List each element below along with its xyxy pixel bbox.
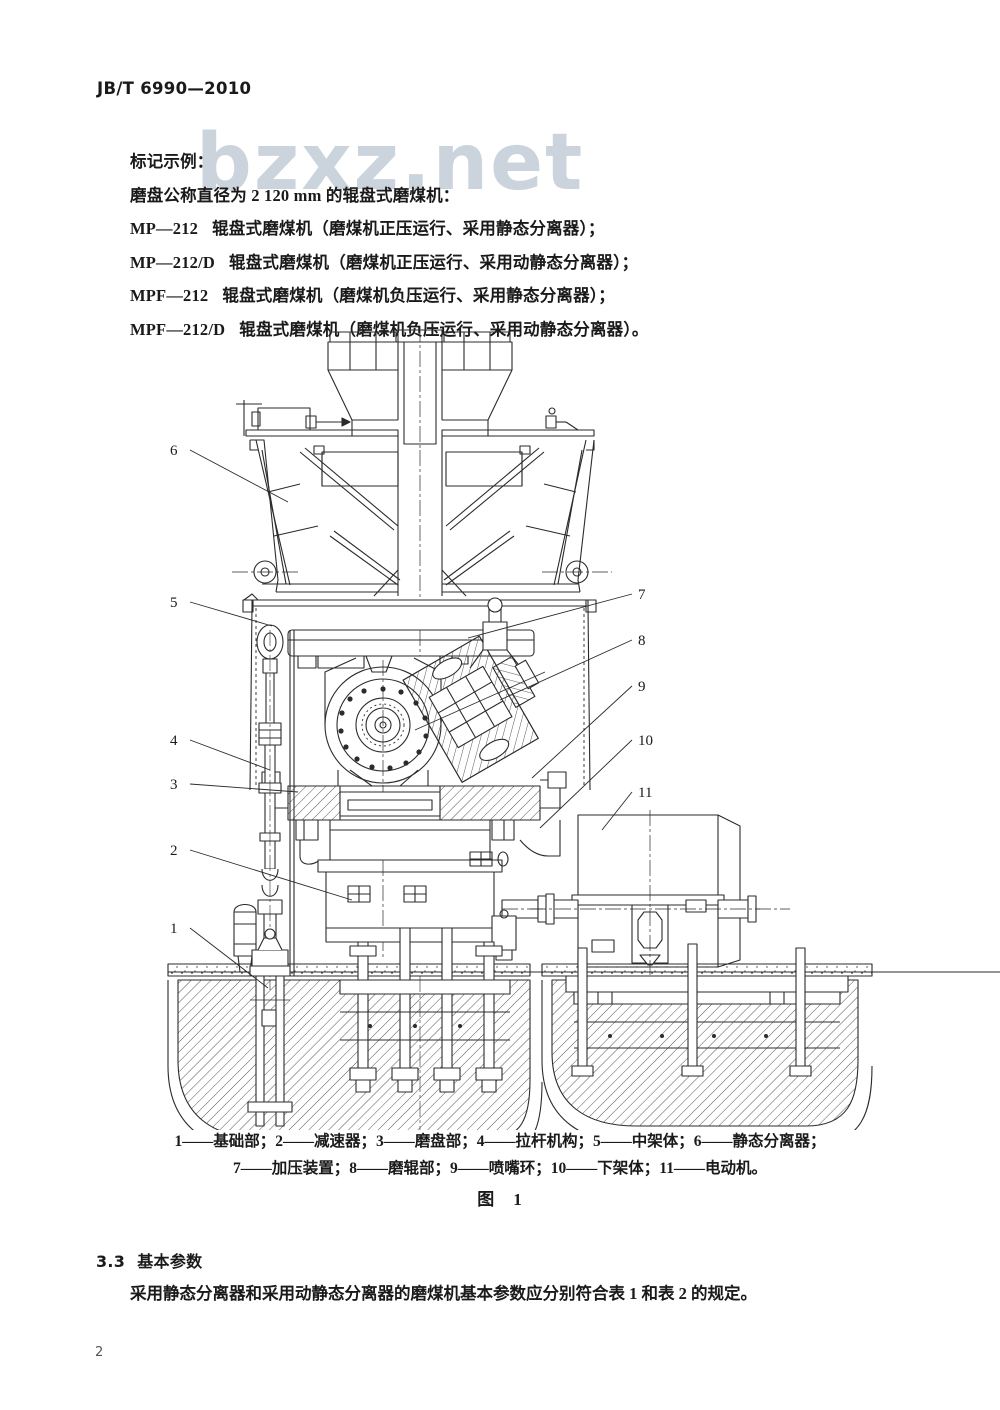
static-separator-body (249, 436, 595, 600)
figure-legend-line-2: 7——加压装置；8——磨辊部；9——喷嘴环；10——下架体；11——电动机。 (233, 1160, 767, 1177)
figure-legend: 1——基础部；2——减速器；3——磨盘部；4——拉杆机构；5——中架体；6——静… (0, 1128, 1000, 1182)
clause-3-3: 3.3 基本参数 采用静态分离器和采用动静态分离器的磨煤机基本参数应分别符合表 1… (96, 1248, 916, 1308)
marking-desc-0: 辊盘式磨煤机（磨煤机正压运行、采用静态分离器）； (212, 219, 605, 238)
callout-number-1: 1 (170, 921, 178, 937)
running-head-standard-number: JB/T 6990—2010 (97, 79, 252, 98)
feed-pipe-assembly (327, 326, 513, 450)
callout-number-6: 6 (170, 443, 178, 459)
callout-number-5: 5 (170, 595, 178, 611)
middle-frame-body (242, 593, 597, 791)
figure-legend-line-1: 1——基础部；2——减速器；3——磨盘部；4——拉杆机构；5——中架体；6——静… (174, 1133, 826, 1150)
callout-number-11: 11 (638, 785, 652, 801)
clause-heading: 3.3 基本参数 (96, 1248, 916, 1272)
callout-number-4: 4 (170, 733, 178, 749)
electric-motor (530, 810, 790, 975)
marking-example-intro: 磨盘公称直径为 2 120 mm 的辊盘式磨煤机： (130, 185, 460, 205)
callout-number-3: 3 (170, 777, 178, 793)
pull-rod-mechanism (233, 624, 295, 990)
grinding-roller-assembly (402, 597, 546, 783)
marking-desc-3: 辊盘式磨煤机（磨煤机负压运行、采用动静态分离器）。 (239, 319, 649, 339)
marking-code-1: MP—212/D (130, 252, 216, 272)
marking-example-heading: 标记示例： (130, 152, 214, 171)
marking-code-2: MPF—212 (130, 286, 209, 305)
marking-desc-2: 辊盘式磨煤机（磨煤机负压运行、采用静态分离器）； (222, 286, 615, 305)
figure-caption-label: 图 (477, 1190, 496, 1209)
marking-example-item-0: MP—212 辊盘式磨煤机（磨煤机正压运行、采用静态分离器）； (130, 212, 890, 246)
callout-number-2: 2 (170, 843, 178, 859)
marking-example-item-2: MPF—212 辊盘式磨煤机（磨煤机负压运行、采用静态分离器）； (130, 279, 890, 313)
marking-example-block: 标记示例： 磨盘公称直径为 2 120 mm 的辊盘式磨煤机： MP—212 辊盘… (130, 145, 890, 346)
separator-top-deck (236, 400, 595, 437)
callout-number-9: 9 (638, 679, 646, 695)
callout-number-8: 8 (638, 633, 646, 649)
marking-desc-1: 辊盘式磨煤机（磨煤机正压运行、采用动静态分离器）； (229, 252, 639, 272)
marking-example-item-1: MP—212/D 辊盘式磨煤机（磨煤机正压运行、采用动静态分离器）； (130, 246, 890, 280)
marking-example-item-3: MPF—212/D 辊盘式磨煤机（磨煤机负压运行、采用动静态分离器）。 (130, 313, 890, 347)
callout-number-10: 10 (638, 733, 653, 749)
nozzle-ring-and-housing (261, 771, 567, 865)
figure-caption-number: 1 (513, 1190, 523, 1209)
marking-code-3: MPF—212/D (130, 319, 226, 339)
clause-number: 3.3 (96, 1252, 126, 1271)
motor-foundation (541, 943, 873, 1130)
callout-leaders (189, 449, 633, 989)
clause-body: 采用静态分离器和采用动静态分离器的磨煤机基本参数应分别符合表 1 和表 2 的规… (130, 1284, 757, 1303)
page-number: 2 (95, 1345, 104, 1360)
callout-number-7: 7 (638, 587, 646, 603)
figure-1-assembly-drawing: 6 5 4 3 2 1 7 8 9 10 11 (0, 300, 1000, 1130)
clause-title: 基本参数 (137, 1252, 203, 1271)
separator-trunnions (232, 560, 612, 584)
marking-code-0: MP—212 (130, 219, 199, 238)
mill-foundation (167, 927, 543, 1130)
